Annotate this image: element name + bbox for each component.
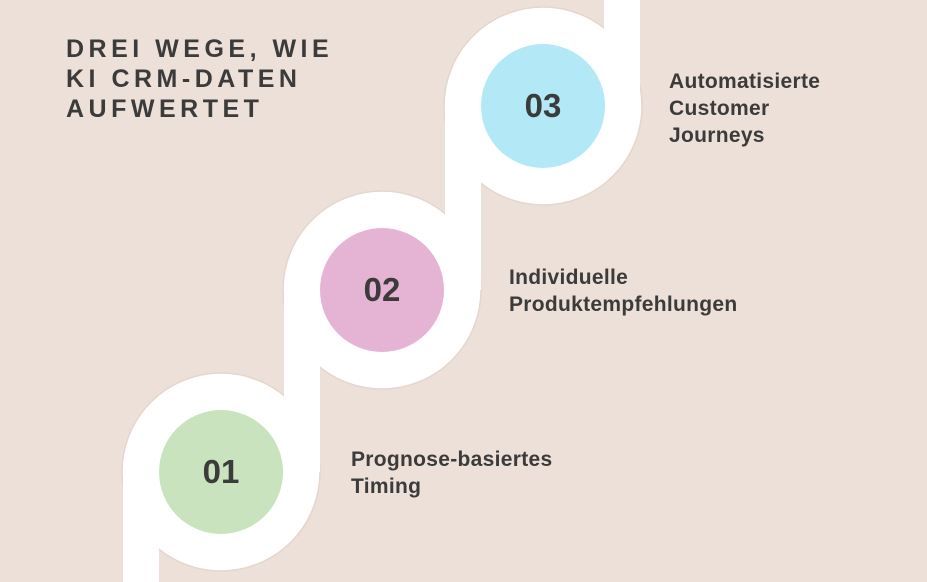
step-number-03: 03 xyxy=(524,87,562,124)
title-line: AUFWERTET xyxy=(66,95,264,123)
step-number-02: 02 xyxy=(363,271,401,308)
step-circle-03 xyxy=(481,44,605,168)
step-circle-01 xyxy=(159,410,283,534)
step-number-01: 01 xyxy=(202,453,240,490)
title-line: DREI WEGE, WIE xyxy=(66,35,334,63)
page-title: DREI WEGE, WIE KI CRM-DATEN AUFWERTET xyxy=(66,34,333,124)
step-label-03: Automatisierte Customer Journeys xyxy=(669,68,820,149)
title-line: KI CRM-DATEN xyxy=(66,65,302,93)
label-line: Prognose-basiertes xyxy=(351,448,553,471)
label-line: Individuelle xyxy=(509,266,629,289)
label-line: Automatisierte xyxy=(669,70,821,93)
step-circle-02 xyxy=(320,228,444,352)
label-line: Timing xyxy=(351,475,422,498)
label-line: Produktempfehlungen xyxy=(509,293,738,316)
label-line: Customer xyxy=(669,97,770,120)
step-label-02: Individuelle Produktempfehlungen xyxy=(509,264,738,318)
step-label-01: Prognose-basiertes Timing xyxy=(351,446,552,500)
label-line: Journeys xyxy=(669,124,765,147)
